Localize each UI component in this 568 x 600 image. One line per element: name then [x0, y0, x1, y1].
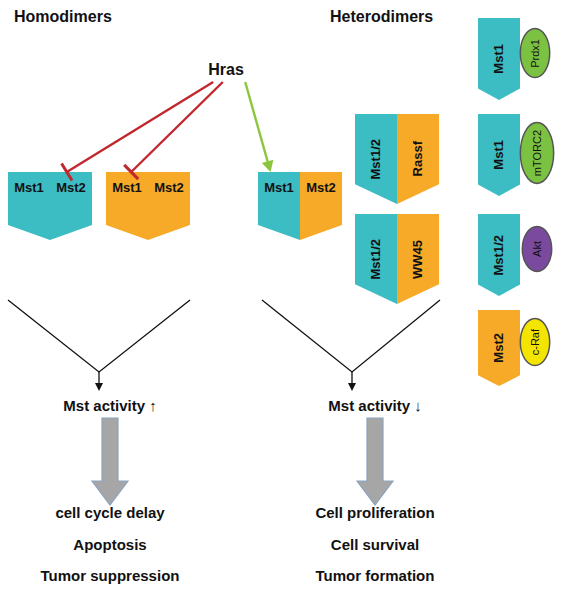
kinase-subunit: Mst1/2 — [478, 214, 520, 296]
kinase-subunit: Mst1 — [8, 172, 50, 240]
node-text: Mst1 — [492, 44, 506, 74]
node-text: Mst activity ↓ — [328, 398, 421, 415]
section-heading: Homodimers — [14, 8, 112, 26]
subunit-fill — [478, 214, 520, 296]
kinase-subunit: Mst1 — [258, 172, 300, 240]
funnel-stem — [98, 372, 99, 384]
node-text: Rassf — [411, 141, 425, 176]
arrow-head — [262, 160, 274, 172]
subunit-fill — [397, 214, 439, 304]
outcome-text: Tumor formation — [316, 568, 435, 585]
subunit-fill — [478, 310, 520, 386]
outcome-text: Cell proliferation — [315, 505, 434, 522]
outcome-text: cell cycle delay — [55, 505, 164, 522]
outcome-text: Tumor suppression — [41, 568, 180, 585]
node-text: Mst1 — [492, 140, 506, 170]
kinase-subunit: Mst1 — [106, 172, 148, 240]
connector-group — [245, 82, 273, 172]
partner-protein: Prdx1 — [520, 28, 550, 78]
subunit-fill — [148, 172, 190, 240]
node-text: Mst2 — [154, 181, 184, 195]
subunit-fill — [355, 214, 397, 304]
node-text: c-Raf — [529, 329, 541, 355]
kinase-subunit: Mst1/2 — [355, 114, 397, 204]
node-text: Mst2 — [492, 333, 506, 363]
partner-protein: c-Raf — [520, 318, 550, 366]
subunit-fill — [106, 172, 148, 240]
node-text: Mst1/2 — [369, 239, 383, 279]
funnel-stem — [351, 372, 352, 384]
partner-protein: Akt — [522, 226, 552, 272]
node-text: Mst1 — [112, 181, 142, 195]
node-text: Mst2 — [306, 181, 336, 195]
kinase-subunit: Mst2 — [148, 172, 190, 240]
text-node: Hras — [194, 58, 258, 82]
partner-fill — [520, 123, 553, 184]
activation-line — [245, 82, 268, 162]
node-text: Mst1/2 — [369, 139, 383, 179]
text-node: Mst activity ↑ — [30, 394, 190, 418]
connector-group — [62, 82, 214, 181]
subunit-fill — [258, 172, 300, 240]
node-text: Mst activity ↑ — [63, 398, 156, 415]
partner-fill — [522, 226, 551, 271]
block-arrow — [357, 418, 393, 505]
node-text: Mst1 — [264, 181, 294, 195]
kinase-subunit: Mst2 — [50, 172, 92, 240]
text-node: cell cycle delayApoptosisTumor suppressi… — [0, 505, 220, 597]
connector-group — [124, 82, 223, 179]
subunit-fill — [397, 114, 439, 204]
funnel-line — [262, 300, 440, 372]
funnel-head — [95, 383, 103, 391]
kinase-subunit: Mst2 — [300, 172, 342, 240]
block-arrow — [92, 418, 128, 505]
connector-group — [92, 418, 128, 505]
subunit-fill — [355, 114, 397, 204]
node-text: mTORC2 — [531, 130, 543, 176]
node-text: Mst2 — [56, 181, 86, 195]
section-heading: Heterodimers — [330, 8, 433, 26]
partner-protein: mTORC2 — [520, 122, 554, 184]
inhibition-line — [131, 82, 223, 172]
funnel-line — [8, 300, 190, 372]
kinase-subunit: Mst1/2 — [355, 214, 397, 304]
text-node: Mst activity ↓ — [295, 394, 455, 418]
partner-fill — [520, 318, 549, 365]
outcome-text: Cell survival — [331, 537, 419, 554]
subunit-fill — [8, 172, 50, 240]
node-text: Prdx1 — [529, 39, 541, 68]
text-node: Cell proliferationCell survivalTumor for… — [265, 505, 485, 597]
kinase-subunit: Mst1 — [478, 18, 520, 100]
node-text: WW45 — [411, 240, 425, 279]
node-text: Mst1/2 — [492, 235, 506, 275]
subunit-fill — [300, 172, 342, 240]
subunit-fill — [50, 172, 92, 240]
kinase-subunit: WW45 — [397, 214, 439, 304]
node-text: Akt — [531, 241, 543, 257]
node-text: Mst1 — [14, 181, 44, 195]
inhibition-line — [67, 82, 213, 172]
node-text: Hras — [208, 61, 244, 79]
kinase-subunit: Rassf — [397, 114, 439, 204]
subunit-fill — [478, 18, 520, 100]
funnel-head — [348, 383, 356, 391]
kinase-subunit: Mst2 — [478, 310, 520, 386]
subunit-fill — [478, 114, 520, 196]
partner-fill — [520, 29, 549, 78]
outcome-text: Apoptosis — [73, 537, 146, 554]
kinase-subunit: Mst1 — [478, 114, 520, 196]
connector-group — [357, 418, 393, 505]
